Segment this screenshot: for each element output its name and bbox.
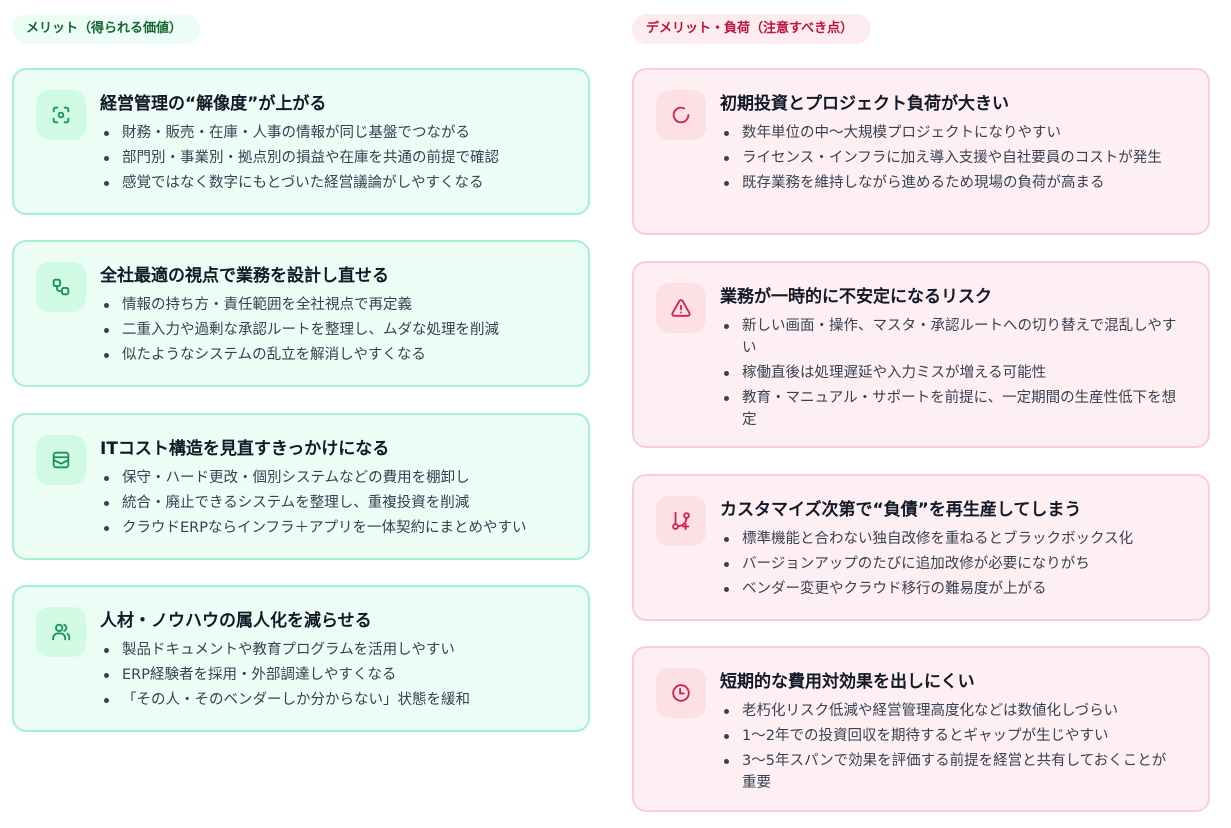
bullet-item: バージョンアップのたびに追加改修が必要になりがち: [720, 553, 1180, 575]
merits-header-pill: メリット（得られる価値）: [12, 14, 201, 44]
workflow-icon: [36, 262, 86, 312]
card-title: 全社最適の視点で業務を設計し直せる: [100, 266, 389, 286]
bullet-item: 数年単位の中〜大規模プロジェクトになりやすい: [720, 122, 1180, 144]
bullet-item: ライセンス・インフラに加え導入支援や自社要員のコストが発生: [720, 147, 1180, 169]
bullet-item: 新しい画面・操作、マスタ・承認ルートへの切り替えで混乱しやすい: [720, 315, 1180, 359]
bullet-item: クラウドERPならインフラ＋アプリを一体契約にまとめやすい: [100, 517, 560, 539]
demerit-card-operational-instability: 業務が一時的に不安定になるリスク 新しい画面・操作、マスタ・承認ルートへの切り替…: [632, 261, 1210, 448]
demerit-card-customization-debt: カスタマイズ次第で“負債”を再生産してしまう 標準機能と合わない独自改修を重ねる…: [632, 474, 1210, 621]
bullet-item: 部門別・事業別・拠点別の損益や在庫を共通の前提で確認: [100, 147, 560, 169]
bullet-list: 製品ドキュメントや教育プログラムを活用しやすい ERP経験者を採用・外部調達しや…: [100, 639, 560, 714]
bullet-item: 製品ドキュメントや教育プログラムを活用しやすい: [100, 639, 560, 661]
merit-card-it-cost: ITコスト構造を見直すきっかけになる 保守・ハード更改・個別システムなどの費用を…: [12, 413, 590, 560]
bullet-list: 情報の持ち方・責任範囲を全社視点で再定義 二重入力や過剰な承認ルートを整理し、ム…: [100, 294, 560, 369]
card-title: 初期投資とプロジェクト負荷が大きい: [720, 94, 1009, 114]
scan-focus-icon: [36, 90, 86, 140]
merit-card-company-wide-design: 全社最適の視点で業務を設計し直せる 情報の持ち方・責任範囲を全社視点で再定義 二…: [12, 240, 590, 387]
demerit-card-short-term-roi: 短期的な費用対効果を出しにくい 老朽化リスク低減や経営管理高度化などは数値化しづ…: [632, 646, 1210, 812]
bullet-item: 保守・ハード更改・個別システムなどの費用を棚卸し: [100, 467, 560, 489]
bullet-list: 保守・ハード更改・個別システムなどの費用を棚卸し 統合・廃止できるシステムを整理…: [100, 467, 560, 542]
card-title: 人材・ノウハウの属人化を減らせる: [100, 611, 372, 631]
bullet-item: 1〜2年での投資回収を期待するとギャップが生じやすい: [720, 725, 1180, 747]
bullet-item: 情報の持ち方・責任範囲を全社視点で再定義: [100, 294, 560, 316]
bullet-item: 統合・廃止できるシステムを整理し、重複投資を削減: [100, 492, 560, 514]
card-title: ITコスト構造を見直すきっかけになる: [100, 439, 390, 459]
bullet-item: 標準機能と合わない独自改修を重ねるとブラックボックス化: [720, 528, 1180, 550]
bullet-item: 二重入力や過剰な承認ルートを整理し、ムダな処理を削減: [100, 319, 560, 341]
loader-icon: [656, 90, 706, 140]
bullet-item: 財務・販売・在庫・人事の情報が同じ基盤でつながる: [100, 122, 560, 144]
bullet-list: 新しい画面・操作、マスタ・承認ルートへの切り替えで混乱しやすい 稼働直後は処理遅…: [720, 315, 1180, 434]
bullet-item: ベンダー変更やクラウド移行の難易度が上がる: [720, 578, 1180, 600]
wallet-icon: [36, 435, 86, 485]
bullet-item: 似たようなシステムの乱立を解消しやすくなる: [100, 344, 560, 366]
bullet-list: 老朽化リスク低減や経営管理高度化などは数値化しづらい 1〜2年での投資回収を期待…: [720, 700, 1180, 797]
bullet-item: 教育・マニュアル・サポートを前提に、一定期間の生産性低下を想定: [720, 387, 1180, 431]
card-title: カスタマイズ次第で“負債”を再生産してしまう: [720, 500, 1082, 520]
merit-card-management-resolution: 経営管理の“解像度”が上がる 財務・販売・在庫・人事の情報が同じ基盤でつながる …: [12, 68, 590, 215]
card-title: 経営管理の“解像度”が上がる: [100, 94, 327, 114]
users-icon: [36, 607, 86, 657]
card-title: 業務が一時的に不安定になるリスク: [720, 287, 992, 307]
bullet-list: 標準機能と合わない独自改修を重ねるとブラックボックス化 バージョンアップのたびに…: [720, 528, 1180, 603]
card-title: 短期的な費用対効果を出しにくい: [720, 672, 975, 692]
bullet-item: ERP経験者を採用・外部調達しやすくなる: [100, 664, 560, 686]
bullet-item: 「その人・そのベンダーしか分からない」状態を緩和: [100, 689, 560, 711]
clock-icon: [656, 668, 706, 718]
demerit-card-initial-investment: 初期投資とプロジェクト負荷が大きい 数年単位の中〜大規模プロジェクトになりやすい…: [632, 68, 1210, 235]
bullet-item: 稼働直後は処理遅延や入力ミスが増える可能性: [720, 362, 1180, 384]
demerits-header-pill: デメリット・負荷（注意すべき点）: [632, 14, 872, 44]
bullet-item: 既存業務を維持しながら進めるため現場の負荷が高まる: [720, 172, 1180, 194]
bullet-item: 老朽化リスク低減や経営管理高度化などは数値化しづらい: [720, 700, 1180, 722]
bullet-list: 財務・販売・在庫・人事の情報が同じ基盤でつながる 部門別・事業別・拠点別の損益や…: [100, 122, 560, 197]
bullet-list: 数年単位の中〜大規模プロジェクトになりやすい ライセンス・インフラに加え導入支援…: [720, 122, 1180, 197]
bullet-item: 感覚ではなく数字にもとづいた経営議論がしやすくなる: [100, 172, 560, 194]
bullet-item: 3〜5年スパンで効果を評価する前提を経営と共有しておくことが重要: [720, 750, 1180, 794]
merit-card-talent-knowhow: 人材・ノウハウの属人化を減らせる 製品ドキュメントや教育プログラムを活用しやすい…: [12, 585, 590, 732]
warning-triangle-icon: [656, 283, 706, 333]
git-branch-plus-icon: [656, 496, 706, 546]
